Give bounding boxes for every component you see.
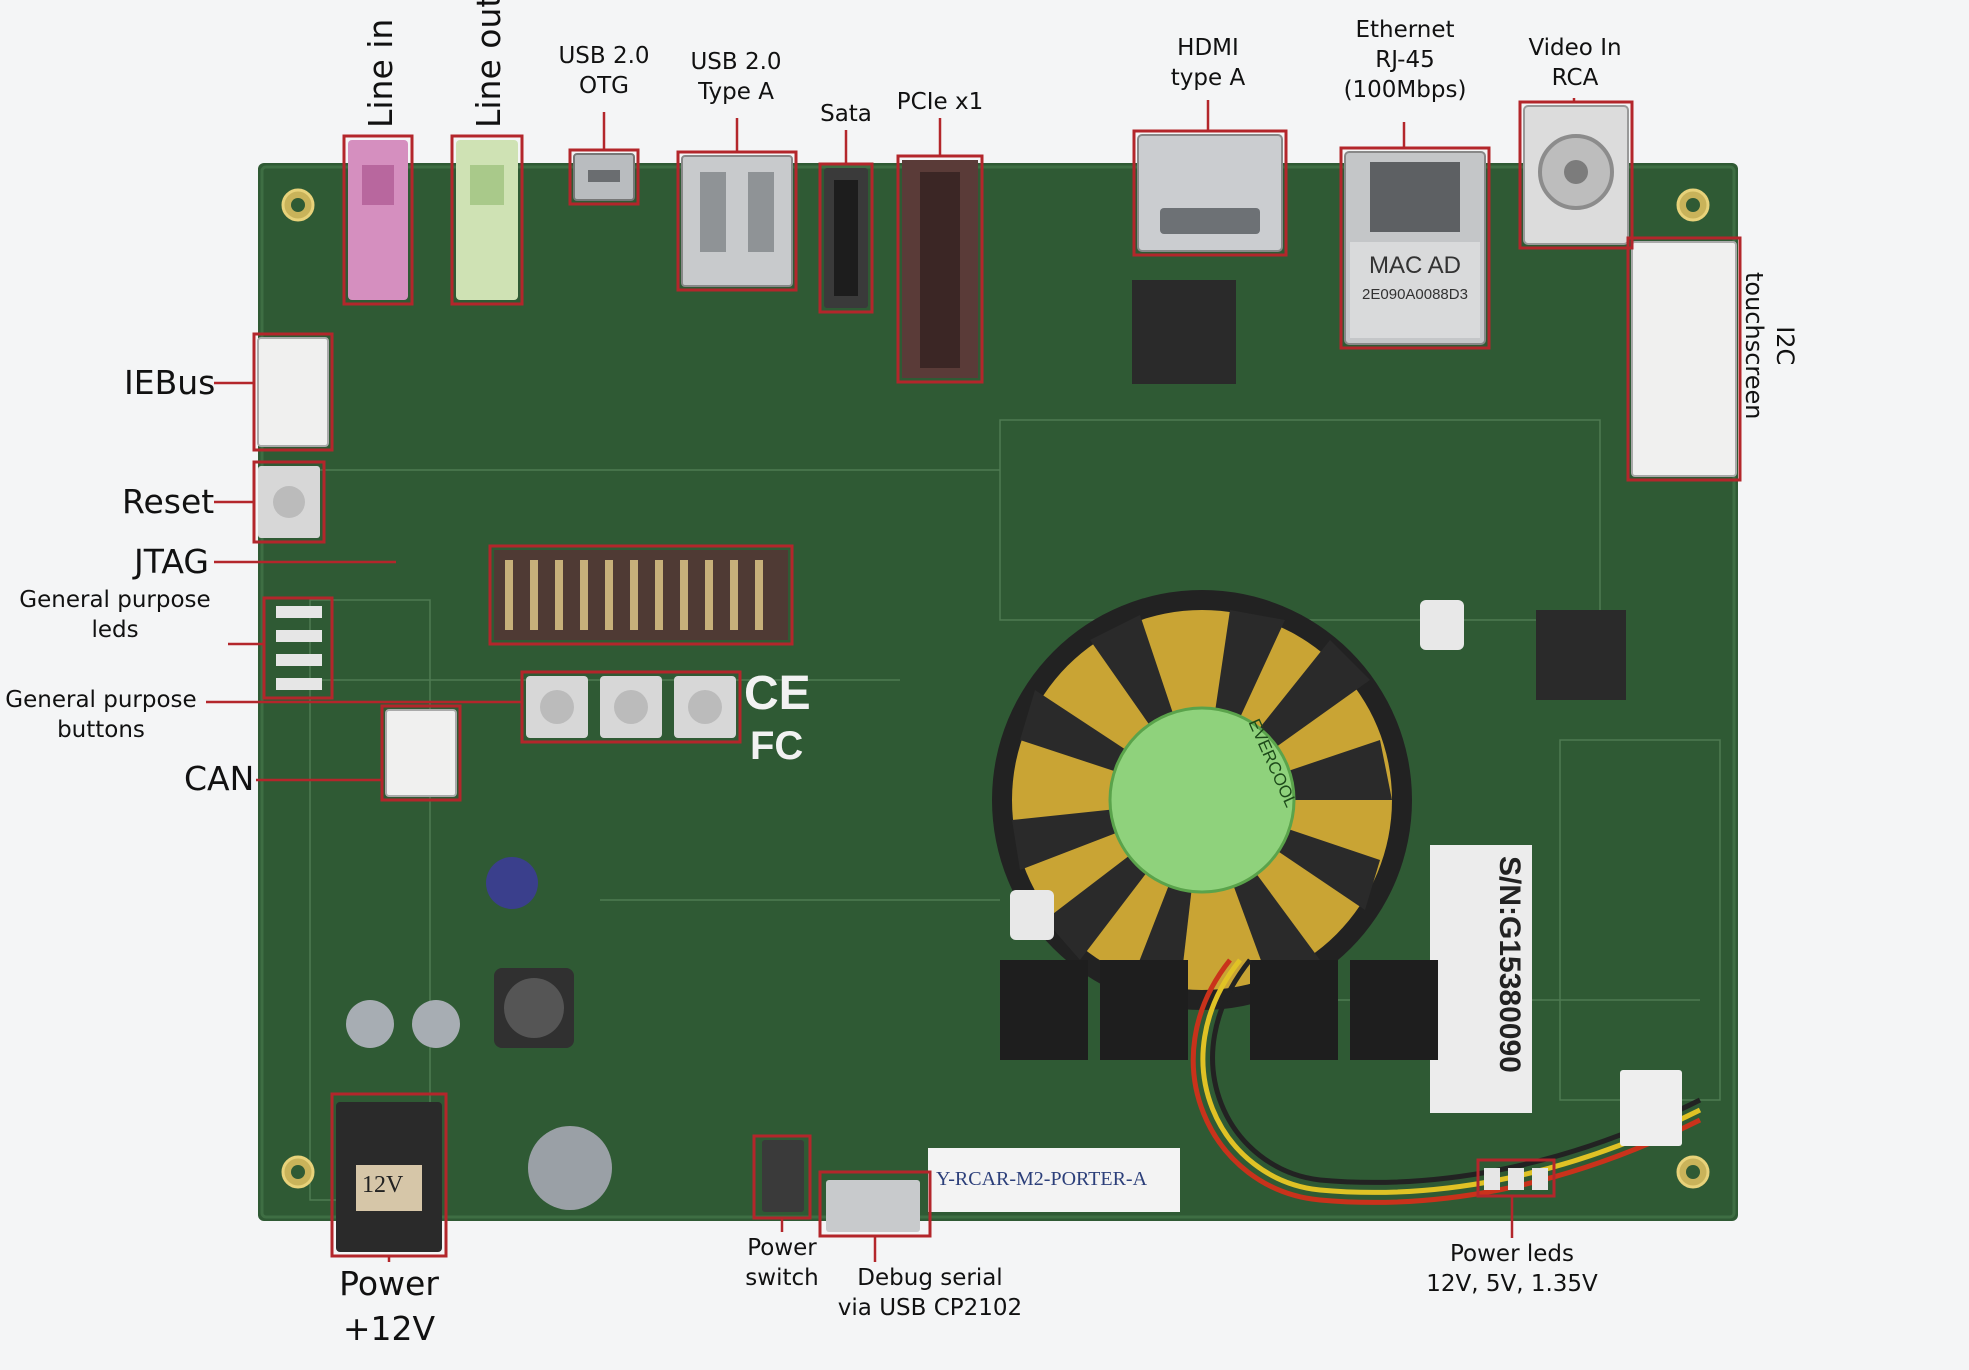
label-usb-a-line1: USB 2.0 — [690, 49, 782, 75]
label-hdmi: HDMI type A — [1138, 34, 1278, 94]
label-video-in-line2: RCA — [1551, 64, 1599, 91]
gp-led-strip — [276, 606, 322, 690]
label-gp-buttons-line2: buttons — [57, 716, 145, 743]
label-power-leds-line2: 12V, 5V, 1.35V — [1426, 1270, 1598, 1297]
mac-sticker-address: 2E090A0088D3 — [1362, 286, 1468, 303]
debug-usb-port — [826, 1180, 920, 1232]
power-jack-marking: 12V — [362, 1172, 404, 1198]
highlight-gp-buttons — [520, 670, 742, 744]
highlight-power-leds — [1476, 1158, 1556, 1198]
line-in-jack — [348, 140, 408, 300]
label-iebus: IEBus — [124, 363, 216, 402]
highlight-line-out — [450, 134, 524, 306]
label-ethernet-line2: RJ-45 — [1375, 46, 1435, 73]
leader-lines — [206, 98, 1576, 1262]
board-name-label: Y-RCAR-M2-PORTER-A — [936, 1168, 1148, 1190]
highlight-line-in — [342, 134, 414, 306]
board-name-sticker-part — [928, 1148, 1180, 1212]
power-switch-part — [762, 1140, 804, 1212]
label-pcie: PCIe x1 — [896, 89, 984, 115]
label-reset: Reset — [122, 482, 215, 521]
label-i2c-line2: touchscreen — [1739, 272, 1768, 420]
label-i2c-line1: I2C — [1771, 326, 1799, 366]
highlight-jtag — [488, 544, 794, 646]
jtag-header — [494, 550, 788, 640]
highlight-ethernet — [1339, 146, 1491, 350]
mac-sticker-title: MAC AD — [1368, 252, 1461, 279]
label-ethernet-line1: Ethernet — [1355, 17, 1455, 43]
label-hdmi-line1: HDMI — [1177, 35, 1239, 61]
i2c-connector — [1631, 241, 1737, 477]
label-usb-a: USB 2.0 Type A — [666, 48, 806, 108]
label-can: CAN — [184, 759, 255, 798]
label-ethernet-line3: (100Mbps) — [1343, 76, 1467, 103]
label-usb-otg: USB 2.0 OTG — [534, 42, 674, 102]
highlight-can — [380, 704, 462, 802]
label-usb-a-line2: Type A — [698, 78, 774, 105]
cooling-fan-icon — [992, 590, 1412, 1010]
label-gp-buttons: General purpose buttons — [0, 686, 202, 746]
label-debug-serial-line1: Debug serial — [857, 1265, 1003, 1291]
label-debug-serial: Debug serial via USB CP2102 — [814, 1264, 1046, 1324]
ce-mark-icon: CE — [744, 667, 811, 720]
label-power-leds: Power leds 12V, 5V, 1.35V — [1402, 1240, 1622, 1300]
memory-chips — [1000, 960, 1438, 1060]
fcc-mark-icon: FC — [750, 724, 804, 768]
label-usb-otg-line1: USB 2.0 — [558, 43, 650, 69]
label-video-in-line1: Video In — [1528, 35, 1622, 61]
highlight-video-in — [1518, 100, 1634, 250]
label-ethernet: Ethernet RJ-45 (100Mbps) — [1330, 16, 1480, 106]
label-gp-leds-line2: leds — [91, 616, 139, 643]
mac-sticker: MAC AD 2E090A0088D3 — [1352, 252, 1478, 303]
pcb-edge — [260, 165, 1736, 1219]
label-sata: Sata — [820, 101, 872, 127]
label-hdmi-line2: type A — [1170, 64, 1246, 91]
label-gp-leds: General purpose leds — [4, 586, 226, 646]
label-line-in: Line in — [361, 18, 400, 128]
label-power-leds-line1: Power leds — [1450, 1241, 1574, 1267]
label-usb-otg-line2: OTG — [579, 72, 629, 99]
usb-type-a-port — [681, 155, 793, 287]
label-power: Power +12V — [306, 1262, 472, 1351]
label-gp-leds-line1: General purpose — [19, 587, 211, 613]
label-power-switch: Power switch — [712, 1234, 852, 1294]
label-video-in: Video In RCA — [1500, 34, 1650, 94]
label-gp-buttons-line1: General purpose — [5, 687, 197, 713]
label-line-out: Line out — [469, 0, 508, 128]
serial-sticker-part — [1430, 845, 1532, 1113]
iebus-connector — [257, 337, 329, 447]
can-connector — [385, 709, 457, 797]
label-i2c: I2C touchscreen — [1738, 272, 1800, 420]
label-power-switch-line1: Power — [747, 1235, 817, 1261]
gp-buttons-parts — [526, 676, 736, 738]
label-power-line2: +12V — [342, 1308, 436, 1348]
pcb — [258, 163, 1738, 1221]
serial-sticker: S/N:G15380090 — [1493, 856, 1526, 1073]
highlight-hdmi — [1132, 129, 1288, 257]
highlight-gp-leds — [262, 596, 334, 700]
line-out-jack — [456, 140, 518, 300]
label-jtag: JTAG — [134, 542, 209, 581]
highlight-iebus — [252, 332, 334, 452]
label-power-switch-line2: switch — [745, 1264, 819, 1291]
power-led-parts — [1484, 1168, 1548, 1190]
highlight-i2c — [1626, 236, 1742, 482]
label-debug-serial-line2: via USB CP2102 — [837, 1294, 1023, 1321]
label-power-line1: Power — [339, 1264, 439, 1303]
